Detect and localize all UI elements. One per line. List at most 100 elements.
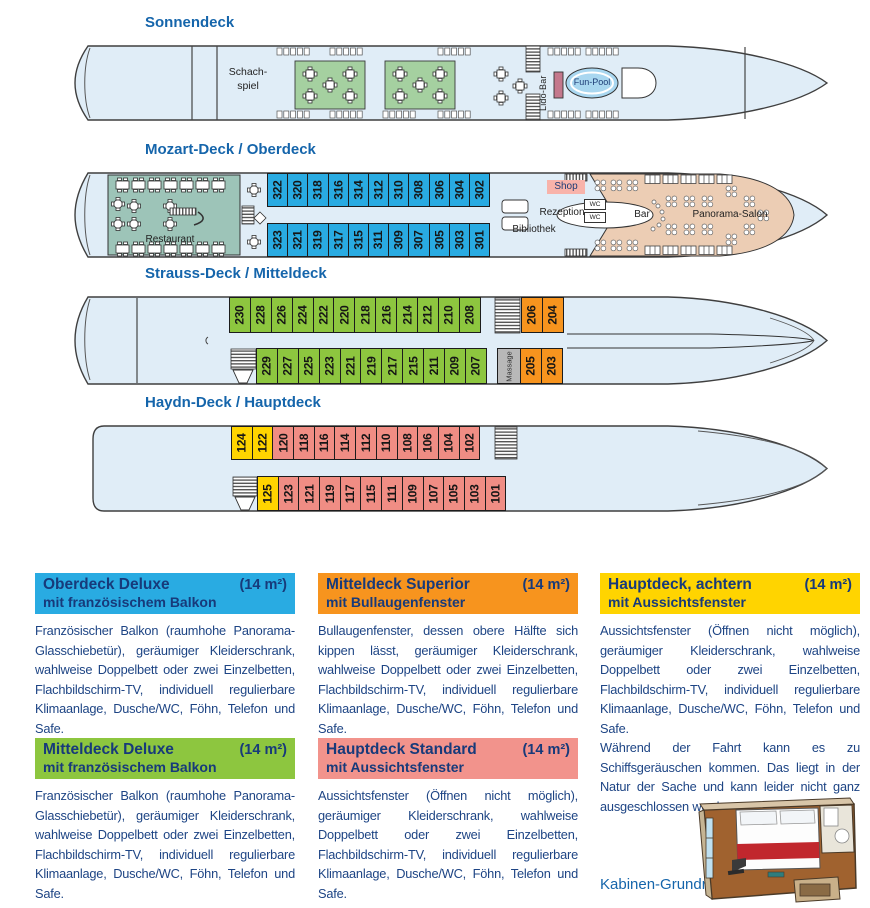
cabin-104: 104 xyxy=(437,426,460,460)
cabin-108: 108 xyxy=(396,426,419,460)
cabin-216: 216 xyxy=(375,297,398,333)
cabin-306: 306 xyxy=(428,173,450,207)
cabin-109: 109 xyxy=(401,476,424,511)
cabin-117: 117 xyxy=(339,476,362,511)
category-description: Französischer Balkon (raumhohe Panorama-… xyxy=(35,788,295,901)
cabin-311: 311 xyxy=(367,223,390,257)
cabin-224: 224 xyxy=(291,297,314,333)
category-name: Oberdeck Deluxe xyxy=(43,576,170,593)
cabin-114: 114 xyxy=(334,426,357,460)
cabin-310: 310 xyxy=(388,173,410,207)
deck-title-sonnendeck: Sonnendeck xyxy=(145,14,235,31)
cabin-205: 205 xyxy=(520,348,542,384)
cabin-112: 112 xyxy=(355,426,377,460)
cabin-307: 307 xyxy=(408,223,430,257)
label-shop: Shop xyxy=(547,180,585,194)
category-size: (14 m²) xyxy=(804,577,852,593)
label-bar: Bar xyxy=(634,209,650,220)
cabin-120: 120 xyxy=(272,426,295,460)
cabin-304: 304 xyxy=(448,173,470,207)
cabin-207: 207 xyxy=(464,348,487,384)
cabin-119: 119 xyxy=(319,476,341,511)
cabin-110: 110 xyxy=(375,426,398,460)
deck-title-haydn: Haydn-Deck / Hauptdeck xyxy=(145,394,321,411)
cabin-211: 211 xyxy=(423,348,446,384)
label-rezeption: Rezeption xyxy=(539,207,585,218)
category-block-mitteldeck-deluxe: Mitteldeck Deluxe (14 m²) mit französisc… xyxy=(35,738,295,903)
cabin-217: 217 xyxy=(381,348,404,384)
cabin-203: 203 xyxy=(540,348,563,384)
label-bibliothek: Bibliothek xyxy=(512,224,556,235)
sonnendeck-plan-graphic xyxy=(74,45,829,121)
category-subtitle: mit französischem Balkon xyxy=(43,594,217,610)
cabin-122: 122 xyxy=(251,426,274,460)
cabin-219: 219 xyxy=(360,348,383,384)
category-description: Bullaugenfenster, dessen obere Hälfte si… xyxy=(318,623,578,736)
cabin-214: 214 xyxy=(396,297,419,333)
category-header: Hauptdeck Standard (14 m²) mit Aussichts… xyxy=(318,738,578,779)
cabin-103: 103 xyxy=(463,476,486,511)
category-name: Hauptdeck, achtern xyxy=(608,576,752,593)
cabin-308: 308 xyxy=(408,173,430,207)
cabin-118: 118 xyxy=(293,426,315,460)
category-name: Mitteldeck Superior xyxy=(326,576,470,593)
cabin-303: 303 xyxy=(448,223,470,257)
category-description: Französischer Balkon (raumhohe Panorama-… xyxy=(35,623,295,736)
cabin-322: 322 xyxy=(267,173,289,207)
label-schachspiel: Schach-spiel xyxy=(228,66,268,92)
cabin-212: 212 xyxy=(417,297,439,333)
category-block-hauptdeck-achtern: Hauptdeck, achtern (14 m²) mit Aussichts… xyxy=(600,573,860,816)
category-name: Mitteldeck Deluxe xyxy=(43,741,174,758)
category-block-hauptdeck-standard: Hauptdeck Standard (14 m²) mit Aussichts… xyxy=(318,738,578,903)
cabin-319: 319 xyxy=(307,223,329,257)
category-description: Aussichtsfenster (Öffnen nicht möglich),… xyxy=(600,623,860,736)
cabin-230: 230 xyxy=(229,297,251,333)
ship-sonnendeck: Schach-spiel Lido-Bar Fun-Pool xyxy=(70,45,832,121)
cabin-317: 317 xyxy=(327,223,349,257)
label-wc-1: WC xyxy=(584,199,606,210)
cabin-318: 318 xyxy=(307,173,329,207)
cabin-309: 309 xyxy=(388,223,410,257)
category-size: (14 m²) xyxy=(239,742,287,758)
cabin-316: 316 xyxy=(327,173,349,207)
cabin-204: 204 xyxy=(541,297,564,333)
category-block-mitteldeck-superior: Mitteldeck Superior (14 m²) mit Bullauge… xyxy=(318,573,578,738)
cabin-124: 124 xyxy=(231,426,253,460)
cabin-210: 210 xyxy=(437,297,460,333)
cabin-101: 101 xyxy=(484,476,507,511)
cabin-228: 228 xyxy=(249,297,272,333)
cabin-215: 215 xyxy=(402,348,425,384)
cabin-315: 315 xyxy=(347,223,369,257)
cabin-221: 221 xyxy=(339,348,362,384)
category-description: Aussichtsfenster (Öffnen nicht möglich),… xyxy=(318,788,578,901)
cabin-107: 107 xyxy=(422,476,445,511)
cabin-223: 223 xyxy=(318,348,341,384)
cabin-225: 225 xyxy=(297,348,320,384)
category-header: Mitteldeck Deluxe (14 m²) mit französisc… xyxy=(35,738,295,779)
category-column-3: Hauptdeck, achtern (14 m²) mit Aussichts… xyxy=(600,573,860,903)
cabin-301: 301 xyxy=(468,223,491,257)
category-subtitle: mit französischem Balkon xyxy=(43,759,217,775)
label-panorama-salon: Panorama-Salon xyxy=(692,209,768,220)
label-fun-pool: Fun-Pool xyxy=(573,77,611,87)
category-size: (14 m²) xyxy=(522,577,570,593)
deck-title-strauss: Strauss-Deck / Mitteldeck xyxy=(145,265,327,282)
category-header: Oberdeck Deluxe (14 m²) mit französische… xyxy=(35,573,295,614)
cabin-227: 227 xyxy=(276,348,299,384)
cabin-floorplan-label: Kabinen-Grundriss xyxy=(600,876,726,893)
cabin-305: 305 xyxy=(428,223,450,257)
cabin-222: 222 xyxy=(312,297,335,333)
cabin-121: 121 xyxy=(298,476,321,511)
cabin-218: 218 xyxy=(354,297,377,333)
category-subtitle: mit Bullaugenfenster xyxy=(326,594,466,610)
deck-title-mozart: Mozart-Deck / Oberdeck xyxy=(145,141,316,158)
cabin-320: 320 xyxy=(287,173,309,207)
